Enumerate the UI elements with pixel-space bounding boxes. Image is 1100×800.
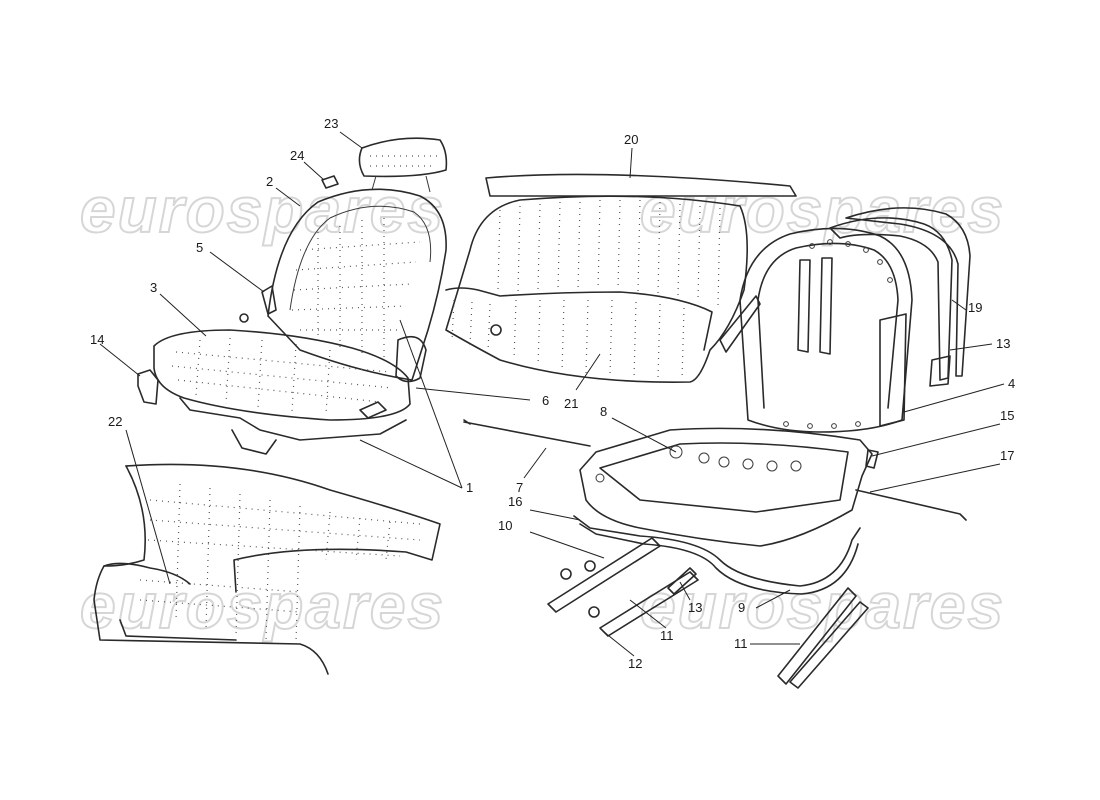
callout-8: 8 xyxy=(600,404,607,419)
leader-lines xyxy=(99,131,1005,657)
rear-seat-cushion xyxy=(93,463,441,675)
callout-5: 5 xyxy=(196,240,203,255)
adjustment-rods xyxy=(463,419,967,521)
callout-17: 17 xyxy=(1000,448,1014,463)
callout-6: 6 xyxy=(542,393,549,408)
callout-23: 23 xyxy=(324,116,338,131)
front-seat-cushion xyxy=(153,329,411,455)
backrest-shell xyxy=(829,207,971,387)
headrest-guide xyxy=(321,175,339,189)
callout-19: 19 xyxy=(968,300,982,315)
watermark-text: eurospares xyxy=(80,570,445,642)
seat-pan xyxy=(579,427,879,547)
callout-9: 9 xyxy=(738,600,745,615)
callout-20: 20 xyxy=(624,132,638,147)
callout-16: 16 xyxy=(508,494,522,509)
slide-rails xyxy=(547,537,869,689)
callout-11: 11 xyxy=(734,636,748,651)
callout-13: 13 xyxy=(996,336,1010,351)
rear-bench xyxy=(445,173,797,383)
callout-22: 22 xyxy=(108,414,122,429)
callout-11: 11 xyxy=(660,628,674,643)
callout-13: 13 xyxy=(688,600,702,615)
callout-7: 7 xyxy=(516,480,523,495)
callout-4: 4 xyxy=(1008,376,1015,391)
callout-labels: 23 20 24 2 5 3 14 6 21 22 1 7 8 19 13 4 … xyxy=(90,116,1015,671)
callout-3: 3 xyxy=(150,280,157,295)
seat-trim-clip xyxy=(137,369,159,405)
callout-24: 24 xyxy=(290,148,304,163)
front-seat-backrest xyxy=(267,188,447,383)
recline-lever xyxy=(239,285,277,323)
callout-10: 10 xyxy=(498,518,512,533)
callout-14: 14 xyxy=(90,332,104,347)
callout-1: 1 xyxy=(466,480,473,495)
watermark-layer: eurospares eurospares eurospares eurospa… xyxy=(79,173,1005,643)
watermark-text: eurospares xyxy=(80,174,445,246)
watermark-text: eurospares xyxy=(640,570,1005,642)
callout-15: 15 xyxy=(1000,408,1014,423)
watermark-text: eurospares xyxy=(640,174,1005,246)
headrest xyxy=(358,137,448,193)
callout-2: 2 xyxy=(266,174,273,189)
seat-frame-runner xyxy=(573,515,861,595)
backrest-frame xyxy=(719,227,913,433)
callout-12: 12 xyxy=(628,656,642,671)
callout-21: 21 xyxy=(564,396,578,411)
